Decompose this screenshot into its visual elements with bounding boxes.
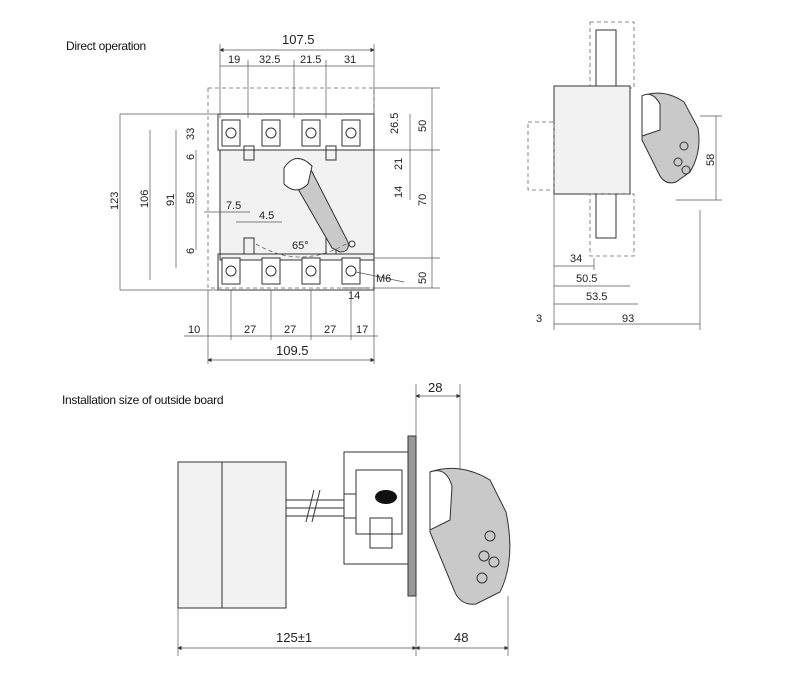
dim-right-50-bottom: 50 — [417, 272, 429, 284]
dim-side-93: 93 — [622, 313, 634, 325]
dim-14-bottom: 14 — [348, 290, 360, 302]
dim-left-6-bottom: 6 — [185, 248, 197, 254]
side-top-dashed — [589, 21, 635, 89]
front-left-dimensions: 123 106 91 58 33 6 6 — [109, 113, 220, 291]
dim-left-106: 106 — [139, 190, 151, 208]
dim-top-2: 32.5 — [259, 54, 280, 66]
dim-bottom-27-b: 27 — [284, 324, 296, 336]
dim-right-14: 14 — [393, 186, 405, 198]
dim-side-50-5: 50.5 — [576, 273, 597, 285]
dim-left-33: 33 — [185, 128, 197, 140]
dim-install-28: 28 — [428, 380, 442, 395]
dim-top-4: 31 — [344, 54, 356, 66]
dim-right-26-5: 26.5 — [389, 113, 401, 134]
dim-install-48: 48 — [454, 630, 468, 645]
dim-left-123: 123 — [109, 192, 121, 210]
dim-7-5: 7.5 — [226, 200, 241, 212]
side-top-stem — [595, 29, 617, 89]
install-knob — [375, 490, 397, 504]
install-mechanism — [343, 451, 409, 565]
install-switch-body — [177, 461, 287, 609]
side-left-dashed — [527, 121, 555, 191]
front-right-dimensions: 26.5 21 14 50 70 50 — [374, 87, 440, 289]
dim-install-125: 125±1 — [276, 630, 312, 645]
front-bottom-dimensions: 10 27 27 27 17 109.5 — [184, 290, 378, 364]
side-view: 58 34 50.5 53.5 93 3 — [527, 21, 722, 330]
dim-bottom-27-c: 27 — [324, 324, 336, 336]
dim-bottom-10: 10 — [188, 324, 200, 336]
dim-right-21: 21 — [393, 158, 405, 170]
dim-bottom-17: 17 — [356, 324, 368, 336]
dim-side-53-5: 53.5 — [586, 291, 607, 303]
dim-left-91: 91 — [165, 194, 177, 206]
dim-side-3: 3 — [536, 313, 542, 325]
installation-view: 28 125±1 48 — [177, 380, 511, 656]
dim-4-5: 4.5 — [259, 210, 274, 222]
dim-bottom-overall: 109.5 — [276, 343, 309, 358]
side-bottom-dashed — [589, 193, 635, 257]
thread-m6: M6 — [376, 273, 391, 285]
top-terminal-strip — [217, 113, 375, 151]
dim-side-58: 58 — [705, 154, 717, 166]
rotary-handle — [255, 158, 356, 258]
top-terminals — [221, 119, 361, 161]
side-bottom-stem — [595, 193, 617, 239]
side-body — [553, 85, 631, 195]
front-view: 107.5 19 32.5 21.5 31 26.5 21 14 50 70 5… — [109, 32, 440, 364]
panel-board — [407, 435, 417, 597]
dim-left-58: 58 — [185, 192, 197, 204]
dim-top-3: 21.5 — [300, 54, 321, 66]
dim-side-34: 34 — [570, 253, 582, 265]
dim-bottom-27-a: 27 — [244, 324, 256, 336]
dim-top-overall: 107.5 — [282, 32, 315, 47]
bottom-terminals — [221, 237, 361, 285]
dim-right-50-top: 50 — [417, 120, 429, 132]
front-top-dimensions: 107.5 19 32.5 21.5 31 — [219, 32, 375, 118]
angle-65: 65° — [292, 240, 309, 252]
dim-right-70: 70 — [417, 194, 429, 206]
dim-left-6-top: 6 — [185, 154, 197, 160]
heading-direct-operation: Direct operation — [66, 39, 146, 53]
bottom-terminal-strip — [217, 253, 375, 291]
heading-installation-size: Installation size of outside board — [62, 393, 224, 407]
dim-top-1: 19 — [228, 54, 240, 66]
